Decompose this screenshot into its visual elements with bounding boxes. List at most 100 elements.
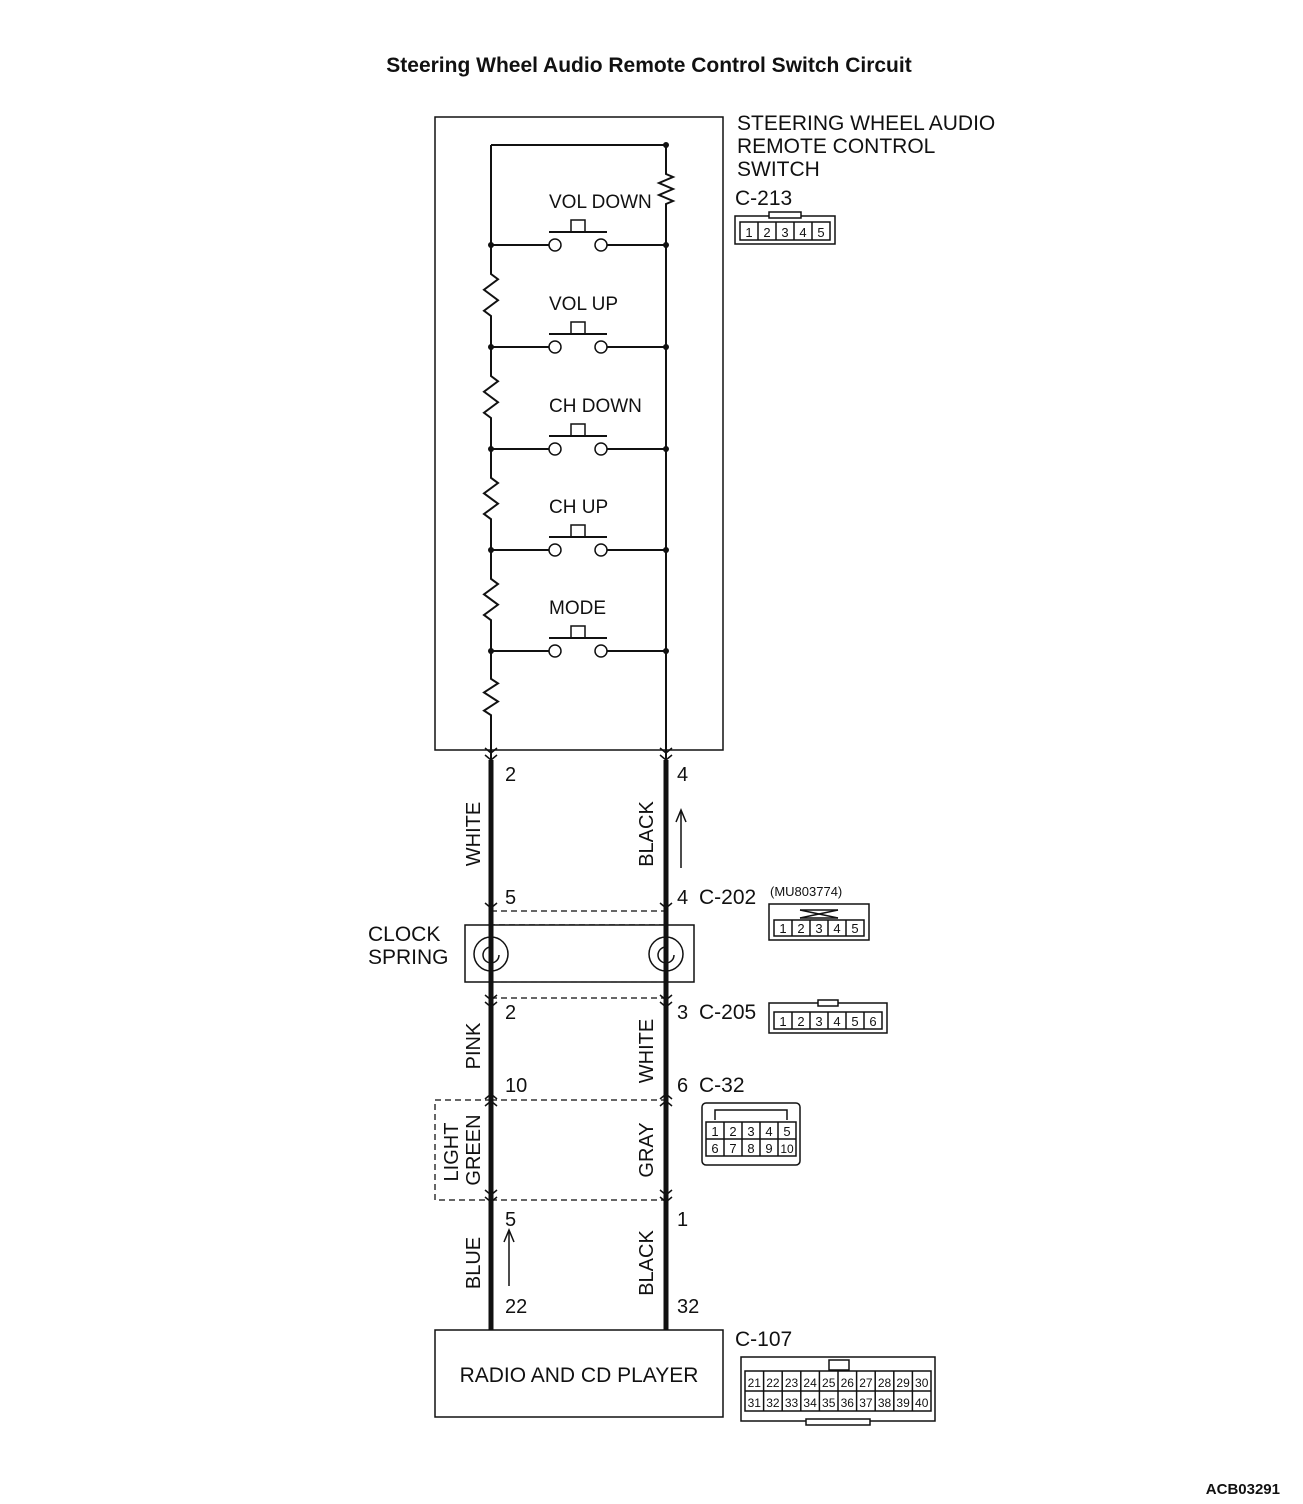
wire-color-label-line1: LIGHT [441,1123,463,1182]
c107-pin: 36 [841,1396,855,1410]
c107-pin: 30 [915,1376,929,1390]
c107-pin: 35 [822,1396,836,1410]
c213-pin: 2 [763,225,770,240]
connector-chevron [659,1100,673,1107]
c107-pin: 39 [896,1396,910,1410]
c107-pin: 28 [878,1376,892,1390]
c107-pin: 21 [748,1376,762,1390]
resistor-symbol [482,671,500,723]
wire-color-label-line2: GREEN [463,1114,485,1185]
switch-label: CH DOWN [549,396,642,417]
c202-connector-icon: 1 2 3 4 5 [768,903,870,941]
connector-chevron [484,1001,498,1008]
switch-label: VOL DOWN [549,192,652,213]
connector-chevron [659,994,673,1001]
wire-color-label: BLUE [463,1237,485,1289]
c202-pin: 4 [833,921,840,936]
resistor-symbol [482,570,500,629]
c202-pin: 3 [815,921,822,936]
connector-chevron [484,754,498,761]
c32-connector-icon: 1 2 3 4 5 6 7 8 9 10 [701,1102,801,1166]
wire-pin-label: 6 [677,1075,688,1097]
connector-chevron [659,747,673,754]
switch-unit-name-line1: STEERING WHEEL AUDIO [737,112,995,135]
c107-pin: 38 [878,1396,892,1410]
pushbutton-switch: VOL UP [488,294,669,354]
connector-chevron [659,754,673,761]
c202-pin: 2 [797,921,804,936]
c32-pin: 1 [711,1124,718,1139]
clock-spring-label-line1: CLOCK [368,923,440,946]
switch-unit-box [434,116,724,751]
c202-part-number: (MU803774) [770,884,842,899]
pushbutton-switch: CH UP [488,497,669,557]
c107-pin: 33 [785,1396,799,1410]
diagram-title: Steering Wheel Audio Remote Control Swit… [386,54,911,77]
radio-unit-label: RADIO AND CD PLAYER [460,1364,699,1387]
connector-chevron [659,1093,673,1100]
c32-label: C-32 [699,1074,745,1097]
figure-id: ACB03291 [1206,1481,1280,1498]
resistor-symbol [482,367,500,427]
c32-pin: 3 [747,1124,754,1139]
switch-label: VOL UP [549,294,618,315]
switch-label: MODE [549,598,606,619]
connector-chevron [659,902,673,909]
resistor-symbol [482,469,500,528]
connector-chevron [484,1196,498,1203]
wire-pin-label: 2 [505,1002,516,1024]
c32-pin: 5 [783,1124,790,1139]
harness-wires [488,760,669,1330]
switch-unit-name-line2: REMOTE CONTROL [737,135,935,158]
switch-rows: VOL DOWN VOL UP CH DOWN CH UP MODE [482,192,669,760]
connector-chevron [484,994,498,1001]
c32-pin: 6 [711,1141,718,1156]
wire-color-label: BLACK [636,801,658,867]
wire-pin-label: 3 [677,1002,688,1024]
wire-pin-label: 32 [677,1296,699,1318]
c205-pin: 2 [797,1014,804,1029]
c107-pin: 23 [785,1376,799,1390]
signal-direction-arrow [503,1228,515,1286]
connector-chevron [484,747,498,754]
c205-pin: 3 [815,1014,822,1029]
c205-pin: 5 [851,1014,858,1029]
wire-color-label: GRAY [636,1122,658,1177]
pushbutton-switch: CH DOWN [488,396,669,456]
wire-pin-label: 5 [505,887,516,909]
connector-chevron [659,1189,673,1196]
c202-label: C-202 [699,886,756,909]
signal-direction-arrow [675,808,687,868]
harness-dashed-outline [434,1099,666,1201]
clock-spring-label-line2: SPRING [368,946,449,969]
c205-pin: 6 [869,1014,876,1029]
c213-pin: 3 [781,225,788,240]
c205-connector-outline [490,981,667,999]
wire-pin-label: 5 [505,1209,516,1231]
wire-pin-label: 2 [505,764,516,786]
connector-marks [484,747,673,1203]
resistor-symbol [656,168,676,210]
wire-pin-label: 4 [677,764,688,786]
c202-pin: 5 [851,921,858,936]
resistor-symbol [482,265,500,325]
switch-label: CH UP [549,497,608,518]
wire-color-label: WHITE [463,802,485,866]
c32-pin: 7 [729,1141,736,1156]
connector-chevron [484,1189,498,1196]
c107-pin: 37 [859,1396,873,1410]
c107-pin: 24 [803,1376,817,1390]
switch-internal-circuit [490,142,676,760]
wire-pin-label: 22 [505,1296,527,1318]
wire-color-label: BLACK [636,1230,658,1296]
c205-pin: 4 [833,1014,840,1029]
c213-connector-icon: 1 2 3 4 5 [734,211,836,245]
c32-pin: 10 [780,1142,794,1156]
c107-pin: 31 [748,1396,762,1410]
c205-label: C-205 [699,1001,756,1024]
connector-chevron [484,1093,498,1100]
c202-pin: 1 [779,921,786,936]
connector-chevron [659,1001,673,1008]
radio-unit-box [434,1329,724,1418]
